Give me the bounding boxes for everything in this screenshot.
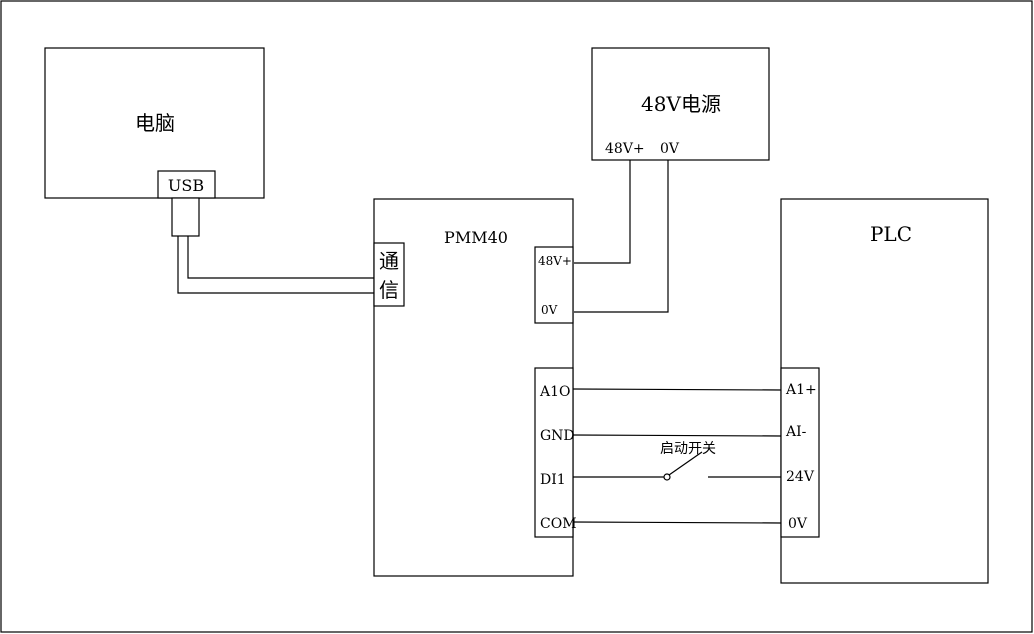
plc-io-a1plus: A1+ — [785, 382, 817, 398]
drive-io-a1o: A1O — [539, 384, 571, 400]
comm-label-1: 通 — [379, 249, 399, 273]
drive-pwr-pos-label: 48V+ — [538, 254, 572, 268]
drive-pwr-neg-label: 0V — [541, 303, 558, 317]
drive-io-terminal-box — [534, 367, 574, 538]
usb-plug — [171, 197, 200, 237]
drive-power-terminal-box — [534, 246, 574, 324]
power-supply-box — [591, 47, 770, 161]
wire-a1o-a1plus — [572, 388, 782, 391]
usb-label: USB — [168, 176, 204, 195]
wire-com-0v — [572, 521, 782, 524]
switch-blade — [668, 451, 703, 476]
switch-contact — [663, 473, 671, 481]
power-pos-terminal: 48V+ — [605, 141, 645, 157]
plc-io-24v: 24V — [786, 469, 815, 485]
plc-io-0v: 0V — [788, 516, 808, 532]
computer-title: 电脑 — [135, 111, 175, 135]
wire-gnd-ai-minus — [572, 434, 782, 437]
switch-label: 启动开关 — [660, 441, 716, 457]
power-neg-terminal: 0V — [660, 141, 680, 157]
plc-io-ai-minus: AI- — [785, 424, 807, 440]
drive-io-di1: DI1 — [540, 472, 566, 488]
computer-box — [44, 47, 265, 199]
drive-io-gnd: GND — [540, 428, 575, 444]
usb-cable-wire-2 — [177, 236, 375, 294]
comm-label-2: 信 — [379, 278, 399, 302]
usb-cable-wire-1 — [187, 236, 375, 279]
comm-port-box — [373, 242, 405, 307]
plc-title: PLC — [870, 222, 912, 246]
plc-io-terminal-box — [780, 367, 820, 538]
power-supply-title: 48V电源 — [641, 92, 721, 116]
pmm40-title: PMM40 — [444, 228, 508, 247]
drive-io-com: COM — [540, 516, 577, 532]
power-pos-wire — [574, 160, 631, 264]
power-neg-wire — [574, 160, 669, 313]
